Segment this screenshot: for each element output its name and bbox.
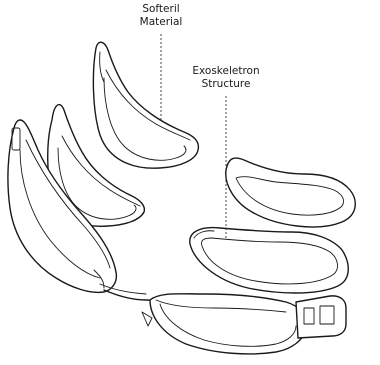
softeril-gasket-right: [226, 158, 356, 227]
exoskeleton-callout-line2: Structure: [180, 78, 272, 91]
softeril-gasket-top: [93, 42, 198, 168]
exoskeleton-part: [190, 228, 348, 293]
softeril-material-callout: Softeril Material: [131, 3, 191, 29]
exoskeleton-structure-callout: Exoskeletron Structure: [180, 65, 272, 91]
softeril-callout-line1: Softeril: [131, 3, 191, 16]
softeril-callout-line2: Material: [131, 16, 191, 29]
exoskeleton-callout-line1: Exoskeletron: [180, 65, 272, 78]
